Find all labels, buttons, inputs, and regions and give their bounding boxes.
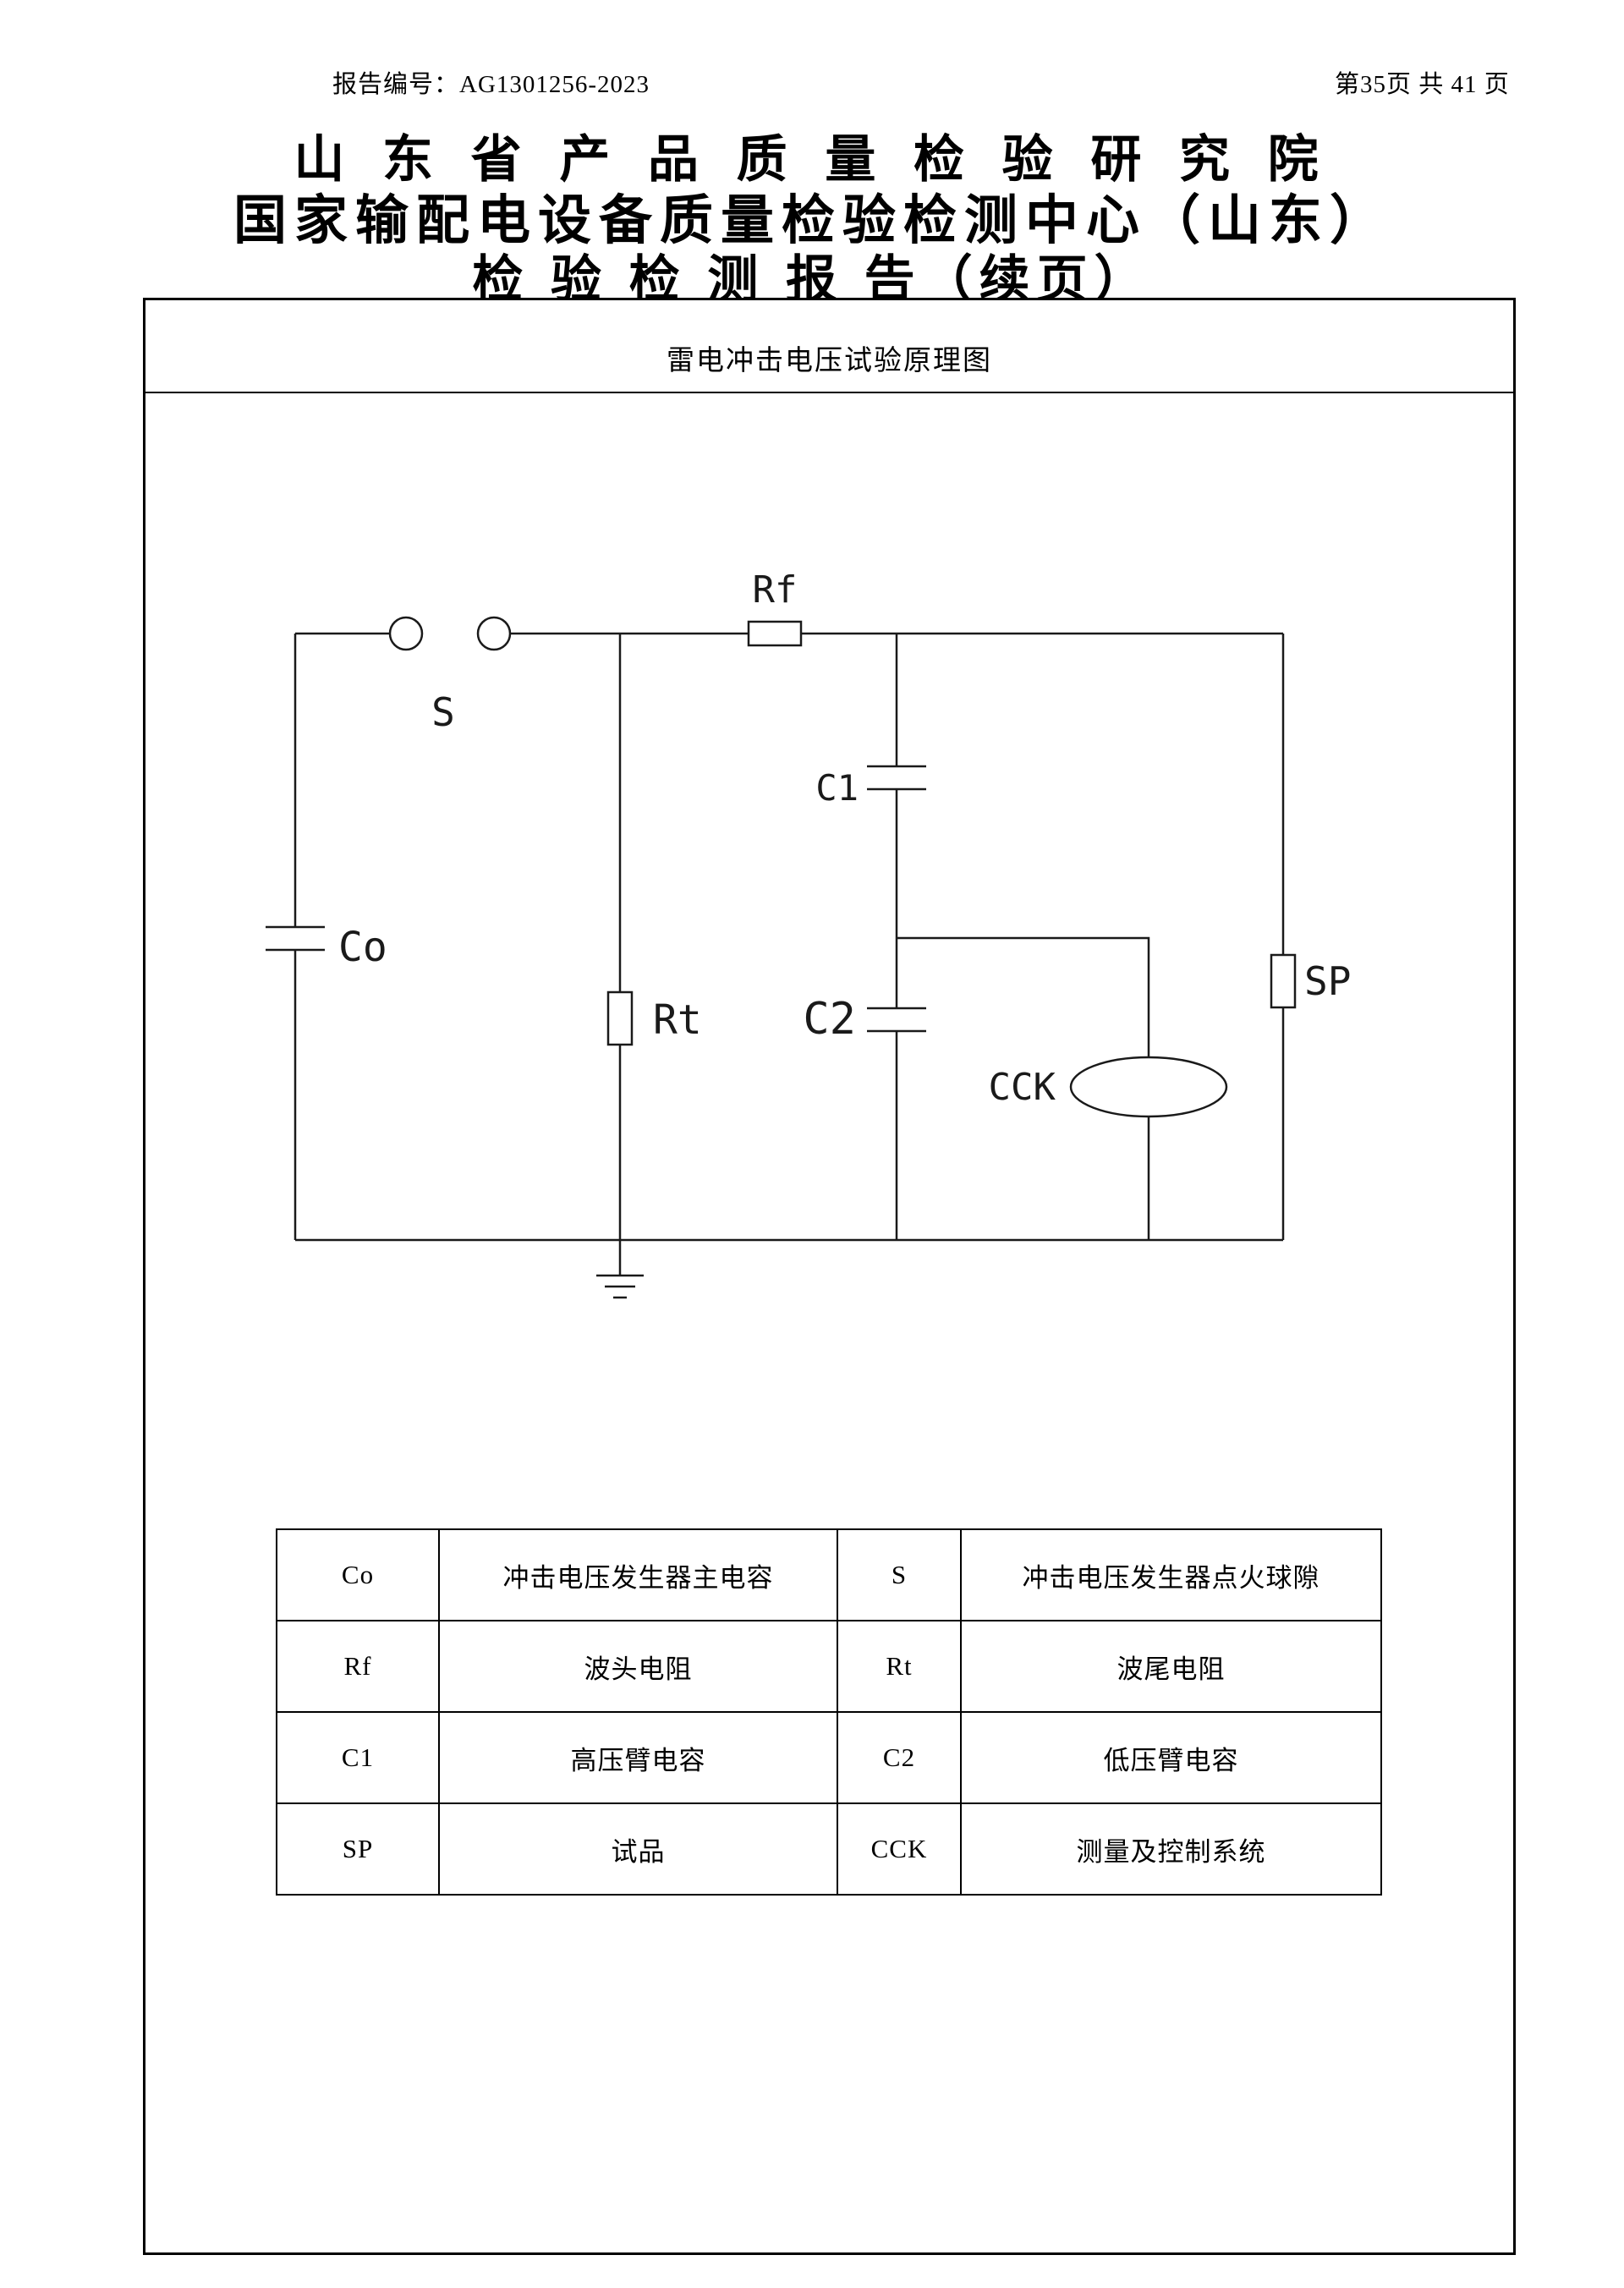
label-s: S xyxy=(431,689,455,735)
wire-cck-branch xyxy=(897,936,1150,1240)
legend-row: C1 高压臂电容 C2 低压臂电容 xyxy=(276,1711,1382,1804)
legend-row: Rf 波头电阻 Rt 波尾电阻 xyxy=(276,1620,1382,1713)
label-co: Co xyxy=(338,924,387,971)
capacitor-co xyxy=(266,925,325,952)
report-number: 报告编号：AG1301256-2023 xyxy=(332,71,650,98)
legend-symbol: S xyxy=(837,1528,962,1621)
legend-row: SP 试品 CCK 测量及控制系统 xyxy=(276,1802,1382,1896)
center-title: 国家输配电设备质量检验检测中心（山东） xyxy=(233,191,1391,250)
legend-row: Co 冲击电压发生器主电容 S 冲击电压发生器点火球隙 xyxy=(276,1528,1382,1621)
cck-ellipse xyxy=(1069,1056,1228,1118)
legend-description: 高压臂电容 xyxy=(438,1711,838,1804)
spark-gap-sphere-left xyxy=(388,616,424,651)
test-object-sp xyxy=(1270,953,1297,1009)
legend-description: 波尾电阻 xyxy=(960,1620,1382,1713)
label-c1: C1 xyxy=(815,767,859,809)
legend-symbol: CCK xyxy=(837,1802,962,1896)
legend-symbol: Rf xyxy=(276,1620,440,1713)
legend-description: 测量及控制系统 xyxy=(960,1802,1382,1896)
legend-description: 试品 xyxy=(438,1802,838,1896)
diagram-title: 雷电冲击电压试验原理图 xyxy=(667,346,992,376)
report-panel: 雷电冲击电压试验原理图 xyxy=(143,298,1516,2255)
legend-description: 波头电阻 xyxy=(438,1620,838,1713)
label-rf: Rf xyxy=(753,568,798,612)
legend-symbol: Co xyxy=(276,1528,440,1621)
ground-symbol xyxy=(596,1240,644,1299)
legend-symbol: Rt xyxy=(837,1620,962,1713)
title-separator xyxy=(145,392,1513,393)
legend-symbol: C1 xyxy=(276,1711,440,1804)
legend-symbol: C2 xyxy=(837,1711,962,1804)
page-info: 第35页 共 41 页 xyxy=(1335,71,1510,98)
resistor-rf xyxy=(747,620,803,647)
legend-description: 冲击电压发生器主电容 xyxy=(438,1528,838,1621)
capacitor-c2 xyxy=(867,1007,926,1033)
legend-symbol: SP xyxy=(276,1802,440,1896)
label-cck: CCK xyxy=(989,1066,1056,1109)
legend-description: 冲击电压发生器点火球隙 xyxy=(960,1528,1382,1621)
label-rt: Rt xyxy=(653,996,702,1044)
label-c2: C2 xyxy=(803,994,856,1045)
institute-title: 山 东 省 产 品 质 量 检 验 研 究 院 xyxy=(294,131,1330,188)
legend-table: Co 冲击电压发生器主电容 S 冲击电压发生器点火球隙 Rf 波头电阻 Rt 波… xyxy=(276,1528,1382,1896)
label-sp: SP xyxy=(1304,958,1351,1004)
capacitor-c1 xyxy=(867,765,926,791)
resistor-rt xyxy=(606,990,634,1046)
legend-description: 低压臂电容 xyxy=(960,1711,1382,1804)
spark-gap-sphere-right xyxy=(476,616,512,651)
